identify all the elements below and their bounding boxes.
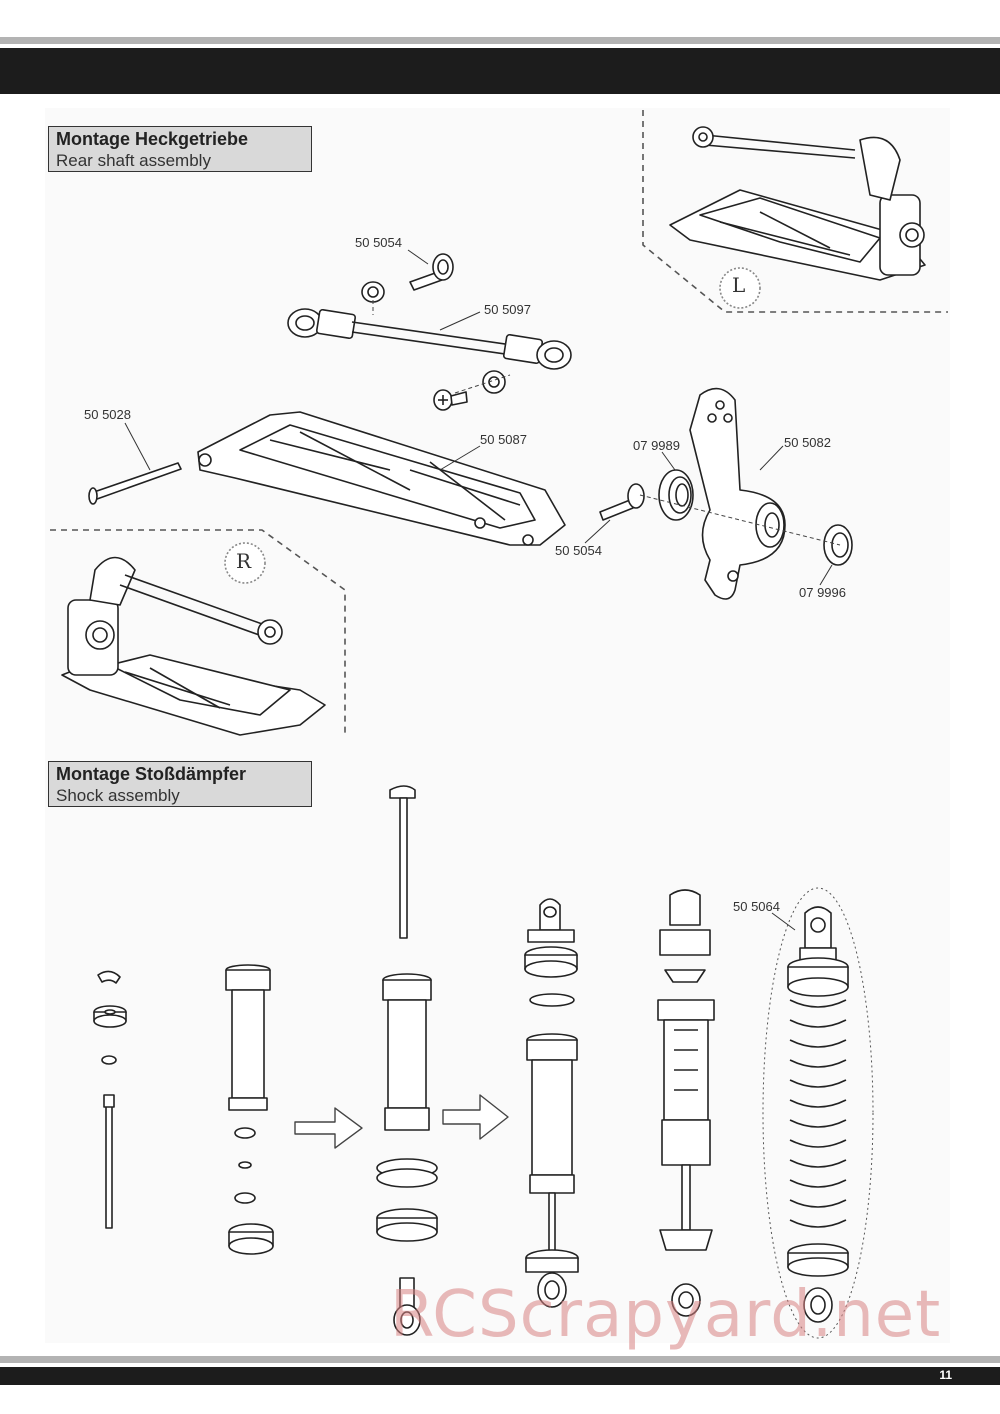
side-marker-r: R [236,549,252,573]
marker-r-circle [224,542,266,584]
section-title-rear-shaft: Montage Heckgetriebe Rear shaft assembly [48,126,312,172]
content-area [45,108,950,1343]
part-label-50-5064: 50 5064 [733,899,780,914]
section-title-shock: Montage Stoßdämpfer Shock assembly [48,761,312,807]
lower-arm-50-5087 [197,411,566,546]
part-label-50-5054-bottom: 50 5054 [555,543,602,558]
shock-column-3 [376,785,438,1336]
section-title-en: Shock assembly [56,786,180,805]
screw-and-ball [433,370,506,411]
watermark: RCScrapyard.net [390,1278,942,1352]
part-label-07-9996: 07 9996 [799,585,846,600]
pin-50-5054-bottom [599,483,645,521]
part-label-50-5087: 50 5087 [480,432,527,447]
hub-carrier-50-5082 [689,387,786,600]
leader-line-50-5064 [771,912,796,931]
inset-right-arm [61,556,326,736]
header-stripe [0,37,1000,44]
section-title-en: Rear shaft assembly [56,151,211,170]
side-marker-l: L [732,273,746,297]
inset-left-view [642,110,948,313]
ball-stud-1 [361,281,385,303]
shock-small-parts [93,970,127,1229]
turnbuckle-link-50-5097 [287,308,572,370]
part-label-50-5082: 50 5082 [784,435,831,450]
marker-l-circle [719,267,761,309]
step-arrows [294,1094,509,1149]
footer-stripe [0,1356,1000,1363]
leader-lines [124,249,833,586]
shock-column-5-cutaway [657,889,715,1317]
inset-right-view [50,529,346,735]
section-title-de: Montage Stoßdämpfer [56,764,247,784]
shock-column-4 [524,898,579,1308]
section-title-de: Montage Heckgetriebe [56,129,249,149]
part-label-50-5054-top: 50 5054 [355,235,402,250]
shock-body-parts [225,964,274,1255]
axis-lines [372,300,841,546]
header-bar [0,48,1000,94]
part-label-07-9989: 07 9989 [633,438,680,453]
inset-left-arm [669,126,926,281]
shock-column-6-assembled [762,887,874,1339]
page-number: 11 [939,1368,952,1382]
footer-bar [0,1367,1000,1385]
part-label-50-5028: 50 5028 [84,407,131,422]
pin-50-5054-top [409,253,454,291]
bearing-07-9989 [658,469,694,521]
hinge-pin-50-5028 [88,462,182,505]
part-label-50-5097: 50 5097 [484,302,531,317]
